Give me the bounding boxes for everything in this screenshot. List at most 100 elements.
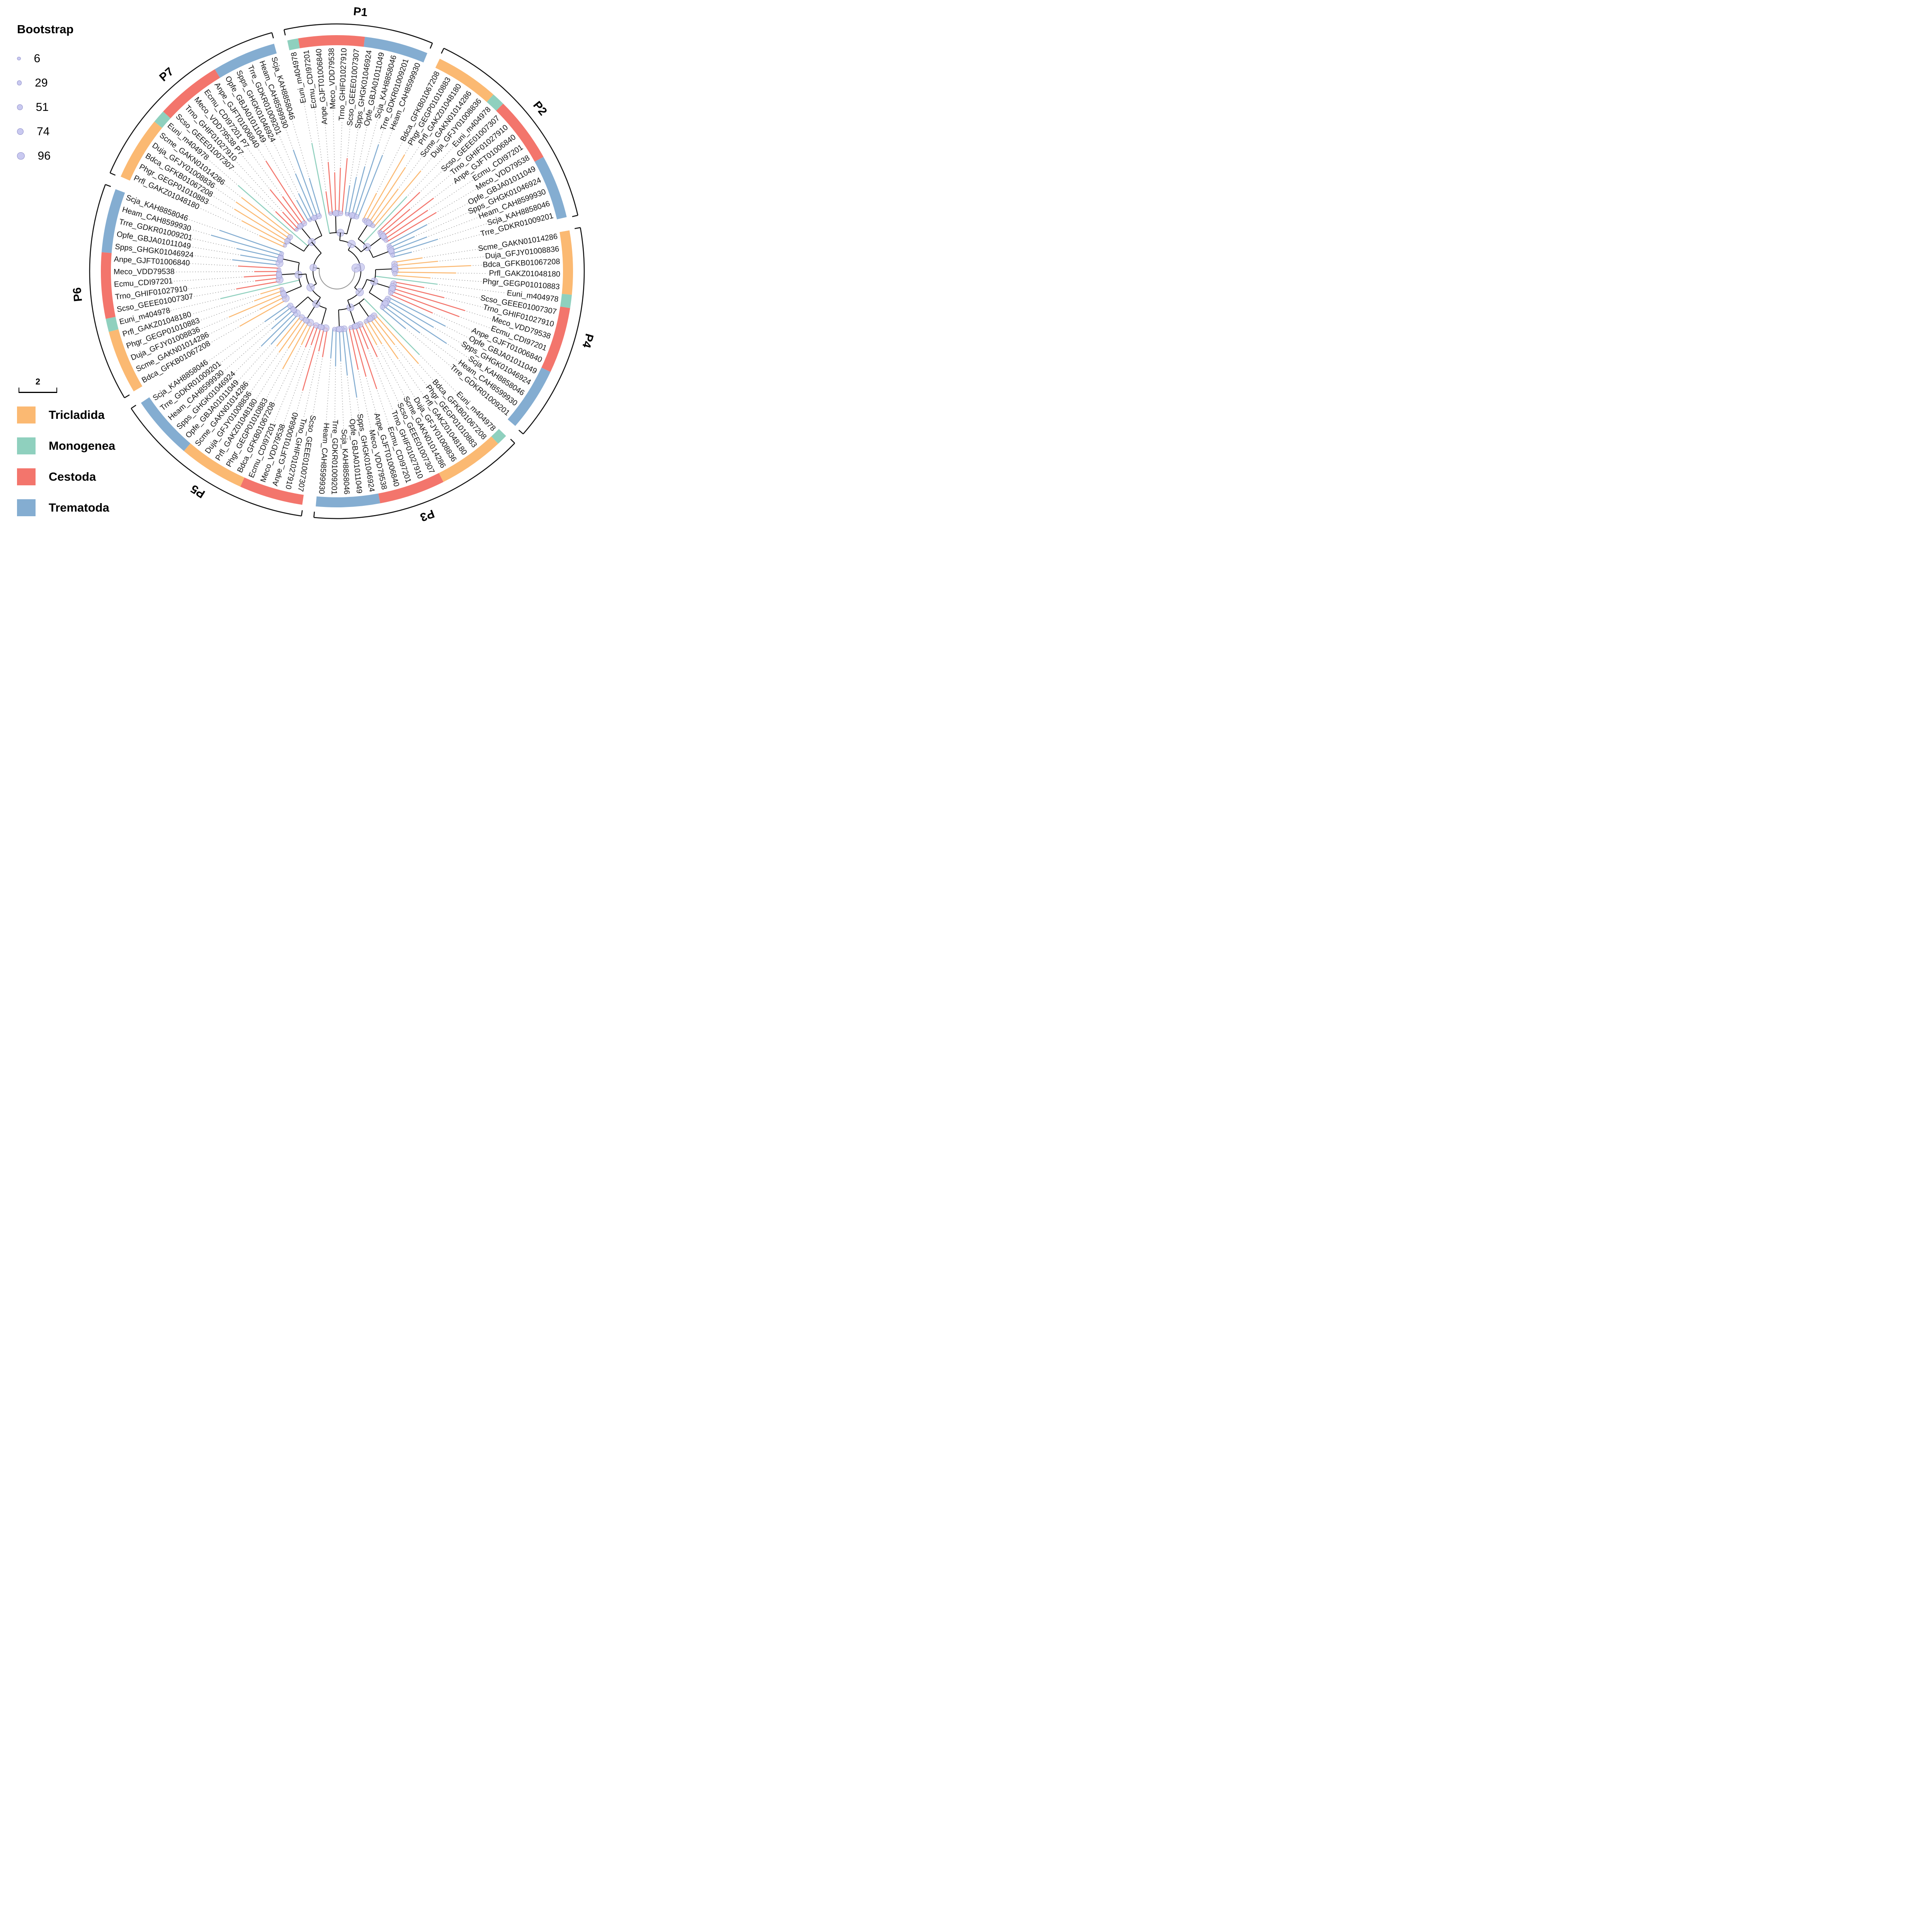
terminal-branch (362, 193, 377, 220)
tip-leader-line (270, 136, 298, 192)
tip-leader-line (406, 329, 453, 368)
terminal-branch (395, 275, 431, 279)
tip-leader-line (325, 360, 331, 430)
terminal-branch (342, 158, 348, 214)
terminal-branch (259, 235, 285, 248)
tip-leader-line (187, 218, 218, 230)
bootstrap-size-dot (17, 80, 22, 85)
clade-bracket-tick (574, 227, 581, 229)
terminal-branch (238, 265, 279, 269)
tip-leader-line (202, 310, 259, 338)
terminal-branch (368, 167, 406, 223)
bootstrap-node-circle (284, 238, 291, 245)
scale-bar-value: 2 (35, 377, 41, 386)
terminal-branch (366, 154, 405, 221)
tip-label: Phgr_GEGP01010883 (482, 277, 560, 291)
terminal-branch (351, 166, 366, 216)
terminal-branch (282, 211, 298, 229)
bootstrap-node-circle (366, 219, 372, 226)
tip-label: Meco_VDD79538 (327, 48, 337, 109)
terminal-branch (260, 287, 282, 294)
terminal-branch (348, 177, 357, 215)
terminal-branch (295, 173, 315, 218)
bootstrap-node-circle (367, 315, 373, 322)
tip-leader-line (235, 160, 282, 211)
tip-leader-line (439, 223, 488, 239)
terminal-branch (264, 304, 290, 323)
legend-label: Cestoda (49, 470, 96, 483)
terminal-branch (363, 196, 408, 243)
internal-branch (346, 215, 352, 234)
terminal-branch (275, 211, 296, 231)
internal-branch (359, 303, 371, 319)
terminal-branch (211, 235, 282, 256)
tip-leader-line (457, 273, 488, 274)
bootstrap-node-circle (276, 272, 282, 278)
tip-leader-line (272, 349, 305, 426)
tip-leader-line (369, 350, 394, 411)
bootstrap-node-circle (279, 251, 284, 256)
bootstrap-legend-title: Bootstrap (17, 22, 74, 36)
terminal-branch (335, 329, 337, 367)
tip-leader-line (170, 277, 242, 282)
terminal-branch (330, 329, 333, 359)
terminal-branch (241, 197, 292, 236)
terminal-branch (311, 143, 330, 234)
tip-leader-line (461, 317, 494, 330)
legend-label: Monogenea (49, 439, 116, 452)
terminal-branch (305, 325, 315, 348)
terminal-branch (388, 224, 428, 245)
bootstrap-value: 6 (34, 52, 41, 65)
terminal-branch (274, 306, 292, 321)
tip-leader-line (340, 363, 344, 430)
bootstrap-size-dot (17, 128, 24, 135)
terminal-branch (395, 260, 438, 266)
terminal-branch (228, 293, 284, 318)
bootstrap-node-circle (391, 265, 398, 272)
bootstrap-node-circle (349, 212, 355, 219)
terminal-branch (318, 327, 325, 352)
bootstrap-node-circle (297, 223, 304, 230)
tip-leader-line (291, 119, 309, 177)
clade-label: P2 (531, 99, 549, 118)
tip-leader-line (281, 346, 311, 429)
terminal-branch (265, 160, 306, 223)
bootstrap-node-circle (310, 264, 317, 271)
terminal-branch (385, 303, 447, 344)
bootstrap-node-circle (347, 240, 356, 248)
bootstrap-node-circle (389, 285, 396, 292)
tip-leader-line (198, 317, 228, 330)
tip-leader-line (347, 377, 352, 421)
tip-leader-line (424, 248, 486, 258)
terminal-branch (394, 257, 423, 263)
bootstrap-node-circle (306, 283, 315, 292)
terminal-branch (260, 311, 296, 347)
tip-leader-line (429, 178, 476, 210)
terminal-branch (310, 326, 318, 345)
terminal-branch (276, 316, 301, 347)
bootstrap-node-circle (348, 325, 353, 330)
bootstrap-value: 96 (37, 149, 51, 162)
bootstrap-node-circle (328, 211, 333, 216)
terminal-branch (296, 200, 309, 221)
tip-leader-line (395, 346, 430, 390)
tip-leader-line (416, 209, 475, 236)
clade-bracket-tick (518, 430, 524, 435)
tip-leader-line (378, 358, 401, 408)
internal-branch (338, 310, 340, 329)
terminal-branch (232, 259, 280, 265)
terminal-branch (393, 284, 445, 298)
clade-bracket-tick (131, 405, 136, 409)
clade-bracket (284, 23, 433, 44)
bootstrap-node-circle (308, 218, 312, 222)
tip-leader-line (347, 121, 351, 157)
bootstrap-node-circle (390, 253, 395, 258)
clade-label: P6 (71, 287, 85, 302)
terminal-branch (342, 329, 348, 376)
internal-branch (314, 218, 322, 236)
terminal-branch (338, 168, 341, 214)
tip-leader-line (213, 185, 235, 201)
terminal-branch (269, 189, 301, 227)
clade-bracket-tick (105, 184, 111, 187)
